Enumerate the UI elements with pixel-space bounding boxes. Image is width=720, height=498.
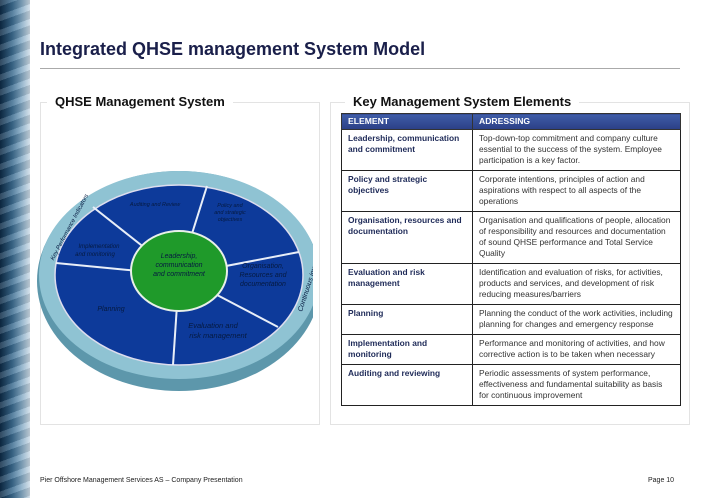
qhse-wheel-diagram: Leadership, communication and commitment… bbox=[37, 171, 313, 391]
segment-organisation: documentation bbox=[240, 281, 286, 288]
segment-implementation: and monitoring bbox=[75, 252, 115, 258]
addressing-cell: Top-down-top commitment and company cult… bbox=[472, 129, 681, 171]
panel-title: Key Management System Elements bbox=[345, 94, 580, 109]
table-row: Organisation, resources and documentatio… bbox=[341, 211, 681, 264]
key-elements-panel: Key Management System Elements ELEMENT A… bbox=[330, 94, 690, 425]
title-divider bbox=[40, 68, 680, 69]
segment-evaluation: Evaluation and bbox=[188, 321, 238, 330]
element-cell: Planning bbox=[341, 304, 473, 335]
segment-implementation: Implementation bbox=[78, 244, 120, 250]
element-cell: Implementation and monitoring bbox=[341, 334, 473, 365]
footer-page-number: Page 10 bbox=[648, 477, 675, 484]
element-cell: Evaluation and risk management bbox=[341, 263, 473, 305]
element-cell: Organisation, resources and documentatio… bbox=[341, 211, 473, 264]
segment-policy: objectives bbox=[218, 217, 243, 223]
segment-policy: Policy and bbox=[217, 203, 243, 209]
column-header-element: ELEMENT bbox=[341, 113, 473, 130]
addressing-cell: Organisation and qualifications of peopl… bbox=[472, 211, 681, 264]
panel-title: QHSE Management System bbox=[47, 94, 233, 109]
segment-evaluation: risk management bbox=[189, 331, 247, 340]
segment-policy: and strategic bbox=[214, 210, 246, 216]
addressing-cell: Performance and monitoring of activities… bbox=[472, 334, 681, 365]
elements-table: ELEMENT ADRESSING Leadership, communicat… bbox=[341, 113, 681, 406]
center-label: Leadership, bbox=[161, 253, 198, 260]
segment-organisation: Organisation, bbox=[242, 263, 284, 270]
addressing-cell: Identification and evaluation of risks, … bbox=[472, 263, 681, 305]
center-circle bbox=[130, 230, 228, 312]
ocean-wave-image bbox=[0, 0, 30, 498]
element-cell: Leadership, communication and commitment bbox=[341, 129, 473, 171]
table-row: Leadership, communication and commitment… bbox=[341, 129, 681, 171]
addressing-cell: Corporate intentions, principles of acti… bbox=[472, 170, 681, 212]
footer-company: Pier Offshore Management Services AS – C… bbox=[40, 477, 243, 484]
element-cell: Auditing and reviewing bbox=[341, 364, 473, 406]
segment-organisation: Resources and bbox=[239, 272, 287, 279]
addressing-cell: Periodic assessments of system performan… bbox=[472, 364, 681, 406]
element-cell: Policy and strategic objectives bbox=[341, 170, 473, 212]
column-header-addressing: ADRESSING bbox=[472, 113, 681, 130]
center-label: communication bbox=[155, 262, 202, 269]
segment-auditing: Auditing and Review bbox=[129, 202, 181, 208]
segment-planning: Planning bbox=[97, 306, 124, 313]
center-label: and commitment bbox=[153, 271, 206, 278]
page-title: Integrated QHSE management System Model bbox=[40, 39, 426, 59]
addressing-cell: Planning the conduct of the work activit… bbox=[472, 304, 681, 335]
qhse-system-panel: QHSE Management System Leadership, commu… bbox=[37, 94, 320, 425]
